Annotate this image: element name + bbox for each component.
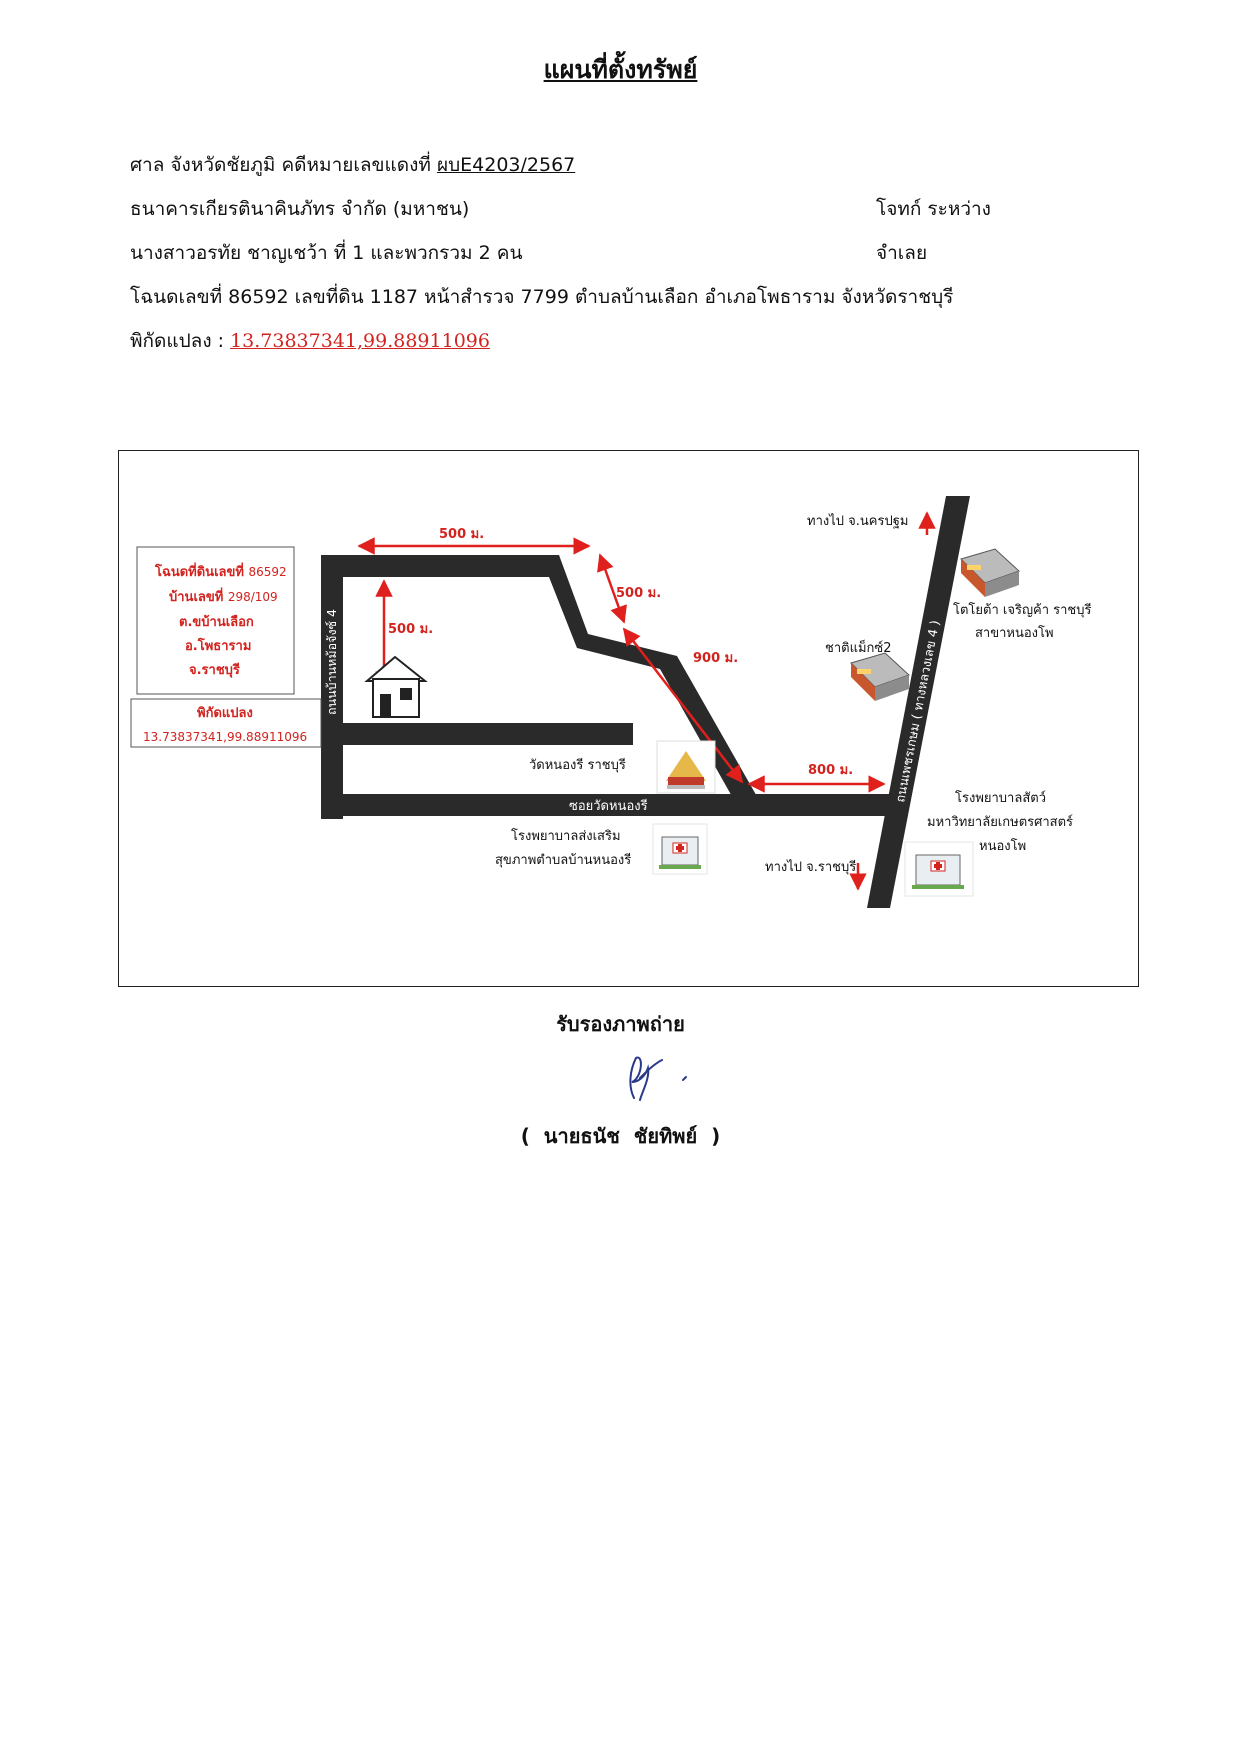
temple-label: วัดหนองรี ราชบุรี [529, 757, 626, 773]
distance-label-vertical: 500 ม. [388, 622, 433, 637]
info-box-frame [136, 546, 295, 695]
page-title: แผนที่ตั้งทรัพย์ [543, 55, 698, 84]
plaintiff-name: ธนาคารเกียรตินาคินภัทร จำกัด (มหาชน) [130, 198, 470, 220]
info-coord-label: พิกัดแปลง [197, 706, 253, 721]
info-coord-frame [130, 698, 322, 748]
deed-number: 86592 [248, 565, 286, 579]
svg-text:บ้านเลขที่ 298/109: บ้านเลขที่ 298/109 [169, 587, 278, 605]
toyota-line1: โตโยต้า เจริญค้า ราชบุรี [953, 602, 1092, 618]
shop-building-icon [850, 652, 910, 701]
arrow-diag2 [622, 627, 744, 784]
wat-nongri-road [330, 794, 890, 816]
temple-icon [656, 740, 716, 794]
toyota-building-icon [960, 548, 1020, 597]
arrow-diag1 [597, 553, 627, 624]
house-label: บ้านเลขที่ [169, 587, 223, 605]
court-text: ศาล จังหวัดชัยภูมิ คดีหมายเลขแดงที่ [130, 154, 437, 176]
vet-line3: หนองโพ [979, 838, 1026, 854]
clinic-line2: สุขภาพตำบลบ้านหนองรี [495, 852, 631, 868]
map-canvas: ถนนบ้านหม้อจังซ์ 4 ถนนเพชรเกษม ( ทางหลวง… [130, 496, 1092, 908]
certify-label: รับรองภาพถ่าย [556, 1012, 685, 1036]
district-label: อ.โพธาราม [185, 637, 251, 654]
phetkasem-road [867, 496, 970, 908]
plaintiff-role: โจทก์ ระหว่าง [876, 198, 991, 220]
distance-label-bottom: 800 ม. [808, 763, 853, 778]
shop-label: ชาติแม็กซ์2 [825, 638, 891, 656]
province-label: จ.ราชบุรี [189, 662, 240, 678]
property-info-box: โฉนดที่ดินเลขที่ 86592 บ้านเลขที่ 298/10… [130, 546, 322, 748]
signature-mark [629, 1056, 687, 1101]
svg-text:โฉนดที่ดินเลขที่ 86592: โฉนดที่ดินเลขที่ 86592 [154, 562, 287, 580]
info-coord-value: 13.73837341,99.88911096 [143, 730, 307, 744]
deed-line: โฉนดเลขที่ 86592 เลขที่ดิน 1187 หน้าสำรว… [130, 286, 954, 308]
subdistrict-label: ต.ขบ้านเลือก [179, 614, 254, 630]
defendant-role: จำเลย [876, 242, 928, 264]
coordinate-line: พิกัดแปลง : 13.73837341,99.88911096 [130, 326, 490, 356]
clinic-hospital-icon [652, 823, 708, 875]
distance-label-diag1: 500 ม. [616, 586, 661, 601]
coordinate-link[interactable]: 13.73837341,99.88911096 [230, 330, 490, 352]
case-number: ผบE4203/2567 [436, 154, 576, 176]
house-number: 298/109 [228, 590, 278, 604]
soi-road-bottom [321, 723, 633, 745]
court-line: ศาล จังหวัดชัยภูมิ คดีหมายเลขแดงที่ ผบE4… [130, 150, 575, 180]
house-icon [364, 655, 428, 718]
distance-label-diag2: 900 ม. [693, 651, 738, 666]
distance-label-top: 500 ม. [439, 527, 484, 542]
vet-line1: โรงพยาบาลสัตว์ [955, 790, 1046, 806]
vet-line2: มหาวิทยาลัยเกษตรศาสตร์ [927, 814, 1073, 830]
location-map: ถนนบ้านหม้อจังซ์ 4 ถนนเพชรเกษม ( ทางหลวง… [118, 450, 1139, 987]
signer-name: ( นายธนัช ชัยทิพย์ ) [520, 1124, 721, 1148]
deed-label: โฉนดที่ดินเลขที่ [154, 562, 244, 580]
soi-road-top [321, 555, 559, 577]
vet-hospital-icon [904, 841, 974, 897]
wat-road-label: ซอยวัดหนองรี [569, 798, 648, 814]
clinic-line1: โรงพยาบาลส่งเสริม [511, 828, 621, 844]
toyota-line2: สาขาหนองโพ [975, 625, 1054, 641]
defendant-name: นางสาวอรทัย ชาญเชว้า ที่ 1 และพวกรวม 2 ค… [130, 242, 523, 264]
coordinate-label: พิกัดแปลง : [130, 330, 231, 352]
to-north-label: ทางไป จ.นครปฐม [807, 513, 908, 529]
soi-road-label: ถนนบ้านหม้อจังซ์ 4 [324, 609, 339, 715]
soi-road-vertical [321, 555, 343, 819]
to-south-label: ทางไป จ.ราชบุรี [765, 859, 856, 875]
